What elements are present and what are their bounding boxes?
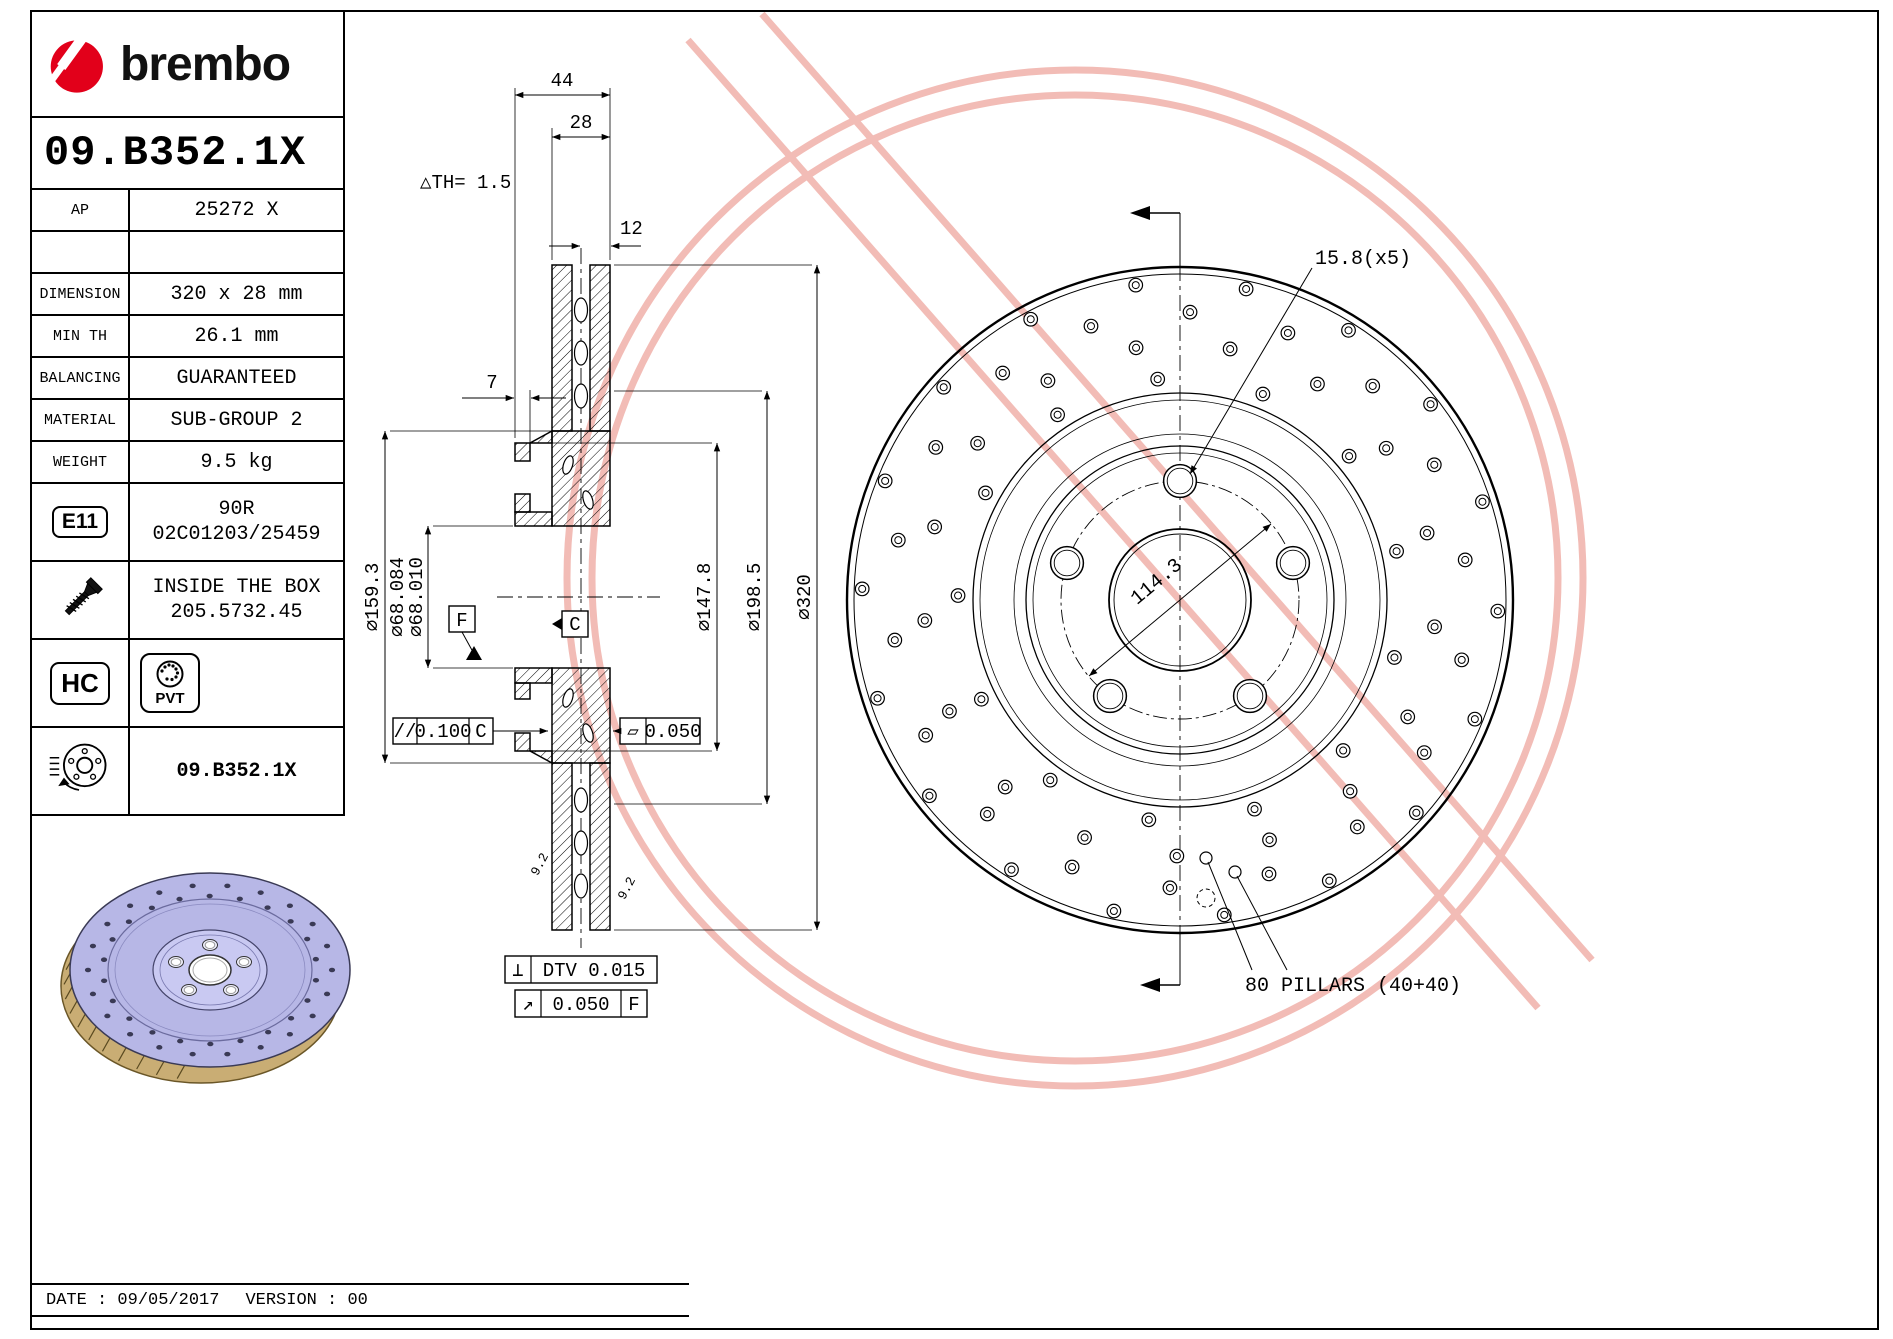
- dim-total-width: 44: [551, 70, 574, 92]
- svg-text:DTV 0.015: DTV 0.015: [543, 960, 646, 982]
- disc-icon: [49, 743, 107, 791]
- homologation-line2: 02C01203/25459: [152, 523, 321, 546]
- pvt-badge: PVT: [140, 653, 200, 713]
- label-holes: 15.8(x5): [1315, 248, 1411, 271]
- dim-flange: 7: [486, 372, 497, 394]
- spec-row-inside-box: INSIDE THE BOX 205.5732.45: [32, 562, 343, 640]
- dia-bore-max: ∅68.084: [387, 557, 409, 637]
- svg-text:⊥: ⊥: [512, 960, 523, 982]
- footer: DATE : 09/05/2017 VERSION : 00: [32, 1283, 689, 1317]
- dim-min-th: △TH= 1.5: [420, 172, 511, 194]
- dia-band-inner: ∅198.5: [744, 563, 766, 631]
- brembo-logo-icon: [46, 32, 103, 93]
- e11-badge: E11: [51, 506, 109, 538]
- label-pillars: 80 PILLARS (40+40): [1245, 975, 1461, 998]
- bolt-holes: [1049, 463, 1311, 714]
- fcf-runout: ↗ 0.050 F: [514, 989, 648, 1018]
- inside-box-line1: INSIDE THE BOX: [152, 576, 321, 599]
- svg-text:F: F: [456, 610, 467, 632]
- spec-value: 25272 X: [194, 198, 279, 222]
- svg-text:C: C: [569, 614, 580, 636]
- spec-value: 26.1 mm: [194, 324, 279, 348]
- inside-box-line2: 205.5732.45: [170, 601, 303, 624]
- spec-label: WEIGHT: [32, 442, 130, 482]
- spec-value: 9.5 kg: [200, 450, 273, 474]
- spec-label: [32, 232, 130, 272]
- hc-badge: HC: [50, 661, 110, 705]
- svg-text:F: F: [628, 994, 639, 1016]
- svg-text:0.050: 0.050: [552, 994, 609, 1016]
- spec-label: DIMENSION: [32, 274, 130, 314]
- rotation-arrow-top: [1130, 206, 1181, 266]
- vent-pillar-cuts: [562, 297, 594, 899]
- spec-row-disc-code: 09.B352.1X: [32, 728, 343, 816]
- section-view: 44 28 12 △TH= 1.5 7 ∅159.3 ∅68.084 ∅68.0…: [362, 70, 821, 1018]
- spec-value: 320 x 28 mm: [170, 282, 303, 306]
- product-photo: [60, 872, 351, 1084]
- spec-row-balancing: BALANCING GUARANTEED: [32, 358, 343, 400]
- spec-row-min-th: MIN TH 26.1 mm: [32, 316, 343, 358]
- fcf-flatness: ▱ 0.050: [613, 717, 702, 745]
- spec-row-ap: AP 25272 X: [32, 190, 343, 232]
- spec-row-dimension: DIMENSION 320 x 28 mm: [32, 274, 343, 316]
- footer-date: DATE : 09/05/2017: [46, 1290, 220, 1310]
- plate-thickness-1: 9.2: [528, 851, 552, 879]
- fcf-parallelism: // 0.100 C: [392, 717, 548, 745]
- dia-vent: ∅159.3: [362, 563, 384, 631]
- spec-row-weight: WEIGHT 9.5 kg: [32, 442, 343, 484]
- dim-offset: 12: [620, 218, 643, 240]
- svg-text:0.100: 0.100: [414, 721, 471, 743]
- spec-row-homologation: E11 90R 02C01203/25459: [32, 484, 343, 562]
- extension-lines: [390, 88, 812, 931]
- drilled-holes-pattern: [854, 277, 1506, 923]
- svg-text://: //: [394, 721, 417, 743]
- spec-label: AP: [32, 190, 130, 230]
- spec-panel: brembo 09.B352.1X AP 25272 X DIMENSION 3…: [32, 12, 345, 816]
- dia-outer: ∅320: [794, 574, 816, 620]
- pvt-icon: [156, 660, 184, 688]
- brand-header: brembo: [32, 12, 343, 118]
- footer-version: VERSION : 00: [245, 1290, 368, 1310]
- disc-part-number: 09.B352.1X: [176, 759, 297, 783]
- pcd-dim-line: [1088, 523, 1272, 677]
- dimension-lines: [381, 91, 821, 930]
- datum-f: F: [448, 605, 482, 660]
- dia-hat: ∅147.8: [694, 563, 716, 631]
- spec-value: [130, 232, 343, 272]
- part-number: 09.B352.1X: [32, 118, 343, 190]
- datum-c: C: [552, 610, 589, 638]
- brembo-watermark: [563, 11, 1595, 1090]
- svg-text:C: C: [475, 721, 486, 743]
- spec-row-coating: HC PVT: [32, 640, 343, 728]
- pillars-callout: 80 PILLARS (40+40): [1196, 851, 1461, 998]
- dia-bore-min: ∅68.010: [406, 557, 428, 637]
- screw-icon: [64, 577, 103, 616]
- spec-row-empty: [32, 232, 343, 274]
- rotation-arrow-bottom: [1140, 932, 1181, 992]
- svg-text:↗: ↗: [522, 994, 533, 1016]
- spec-row-material: MATERIAL SUB-GROUP 2: [32, 400, 343, 442]
- front-view: 15.8(x5) 114.3 80 PILLARS (40+40): [845, 206, 1515, 998]
- svg-text:▱: ▱: [627, 721, 639, 743]
- spec-value: SUB-GROUP 2: [170, 408, 303, 432]
- spec-label: MIN TH: [32, 316, 130, 356]
- holes-leader: [1189, 267, 1313, 475]
- spec-label: BALANCING: [32, 358, 130, 398]
- fcf-dtv: ⊥ DTV 0.015: [504, 955, 658, 984]
- brand-wordmark: brembo: [120, 37, 291, 91]
- photo-bolt-holes: [168, 939, 252, 996]
- svg-text:0.050: 0.050: [644, 721, 701, 743]
- dim-disc-width: 28: [570, 112, 593, 134]
- spec-label: MATERIAL: [32, 400, 130, 440]
- homologation-line1: 90R: [218, 498, 255, 521]
- spec-value: GUARANTEED: [176, 366, 297, 390]
- plate-thickness-2: 9.2: [615, 875, 639, 903]
